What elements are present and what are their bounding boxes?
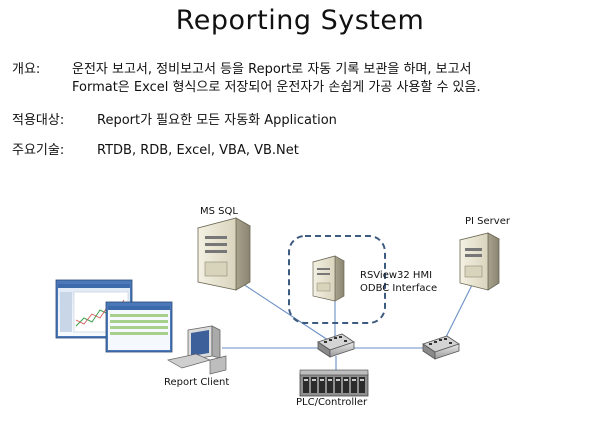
pi-server-label: PI Server	[465, 216, 511, 227]
ms-sql-server-icon	[196, 217, 252, 291]
report-client-label: Report Client	[164, 377, 229, 388]
hmi-label-line-2: ODBC Interface	[360, 283, 437, 294]
link-mssql-hub	[239, 281, 332, 343]
target-value: Report가 필요한 모든 자동화 Application	[97, 113, 337, 128]
pi-server-icon	[458, 232, 501, 291]
hmi-highlight-box	[288, 235, 386, 324]
target-label: 적용대상:	[12, 113, 65, 128]
ms-sql-label: MS SQL	[200, 206, 238, 217]
overview-label: 개요:	[12, 62, 41, 77]
hmi-label-line-1: RSView32 HMI	[360, 270, 432, 281]
tech-value: RTDB, RDB, Excel, VBA, VB.Net	[97, 143, 299, 158]
plc-controller-icon	[299, 369, 369, 397]
tech-label: 주요기술:	[12, 143, 65, 158]
link-pi-hub	[444, 284, 473, 340]
network-hub-icon	[317, 333, 355, 358]
plc-label: PLC/Controller	[296, 397, 368, 408]
overview-line-1: 운전자 보고서, 정비보고서 등을 Report로 자동 기록 보관을 하며, …	[72, 62, 472, 77]
connections	[222, 281, 473, 374]
report-client-icon	[55, 279, 227, 375]
network-hub-icon	[422, 335, 460, 360]
hmi-server-icon	[312, 255, 345, 302]
page-title: Reporting System	[175, 5, 425, 36]
overview-line-2: Format은 Excel 형식으로 저장되어 운전자가 손쉽게 가공 사용할 …	[72, 80, 481, 95]
